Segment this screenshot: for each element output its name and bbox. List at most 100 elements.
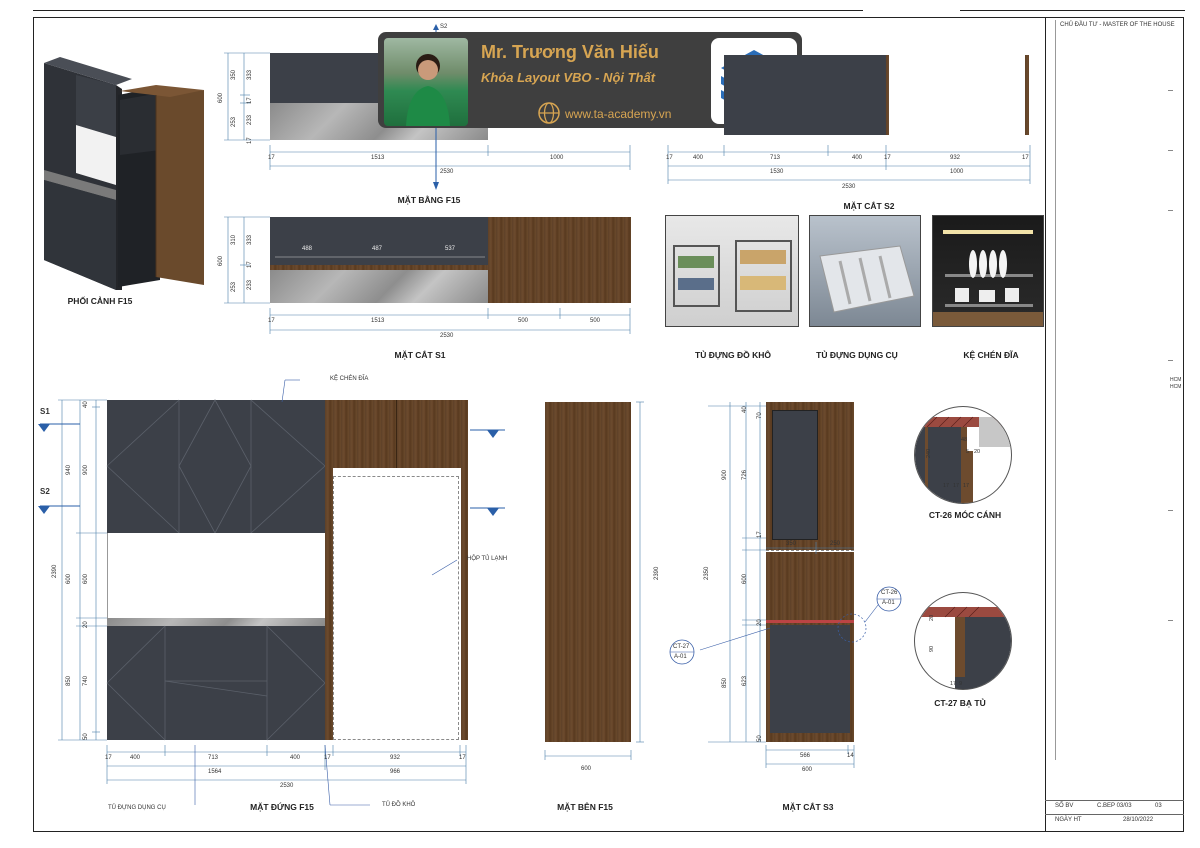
s3-dim-v20: 20 bbox=[757, 619, 763, 626]
elevation-title: MẶT ĐỨNG F15 bbox=[250, 802, 314, 812]
detail-ct26-drawing bbox=[915, 416, 1011, 503]
s3-dim-v726: 726 bbox=[742, 469, 748, 480]
person-figure bbox=[406, 54, 450, 126]
s2-dim-w932: 932 bbox=[950, 155, 961, 161]
s3-dim-v50: 50 bbox=[757, 735, 763, 742]
s3-dim-v40: 40 bbox=[742, 406, 748, 413]
globe-icon bbox=[538, 102, 560, 124]
dish-rack-photo bbox=[932, 215, 1044, 327]
s3-dim-v850: 850 bbox=[722, 677, 728, 688]
s1-wood-cabinet bbox=[488, 217, 631, 303]
s1-dim-w2530: 2530 bbox=[440, 333, 454, 339]
s3-lower-door bbox=[770, 625, 850, 733]
s2-dim-w17a: 17 bbox=[666, 155, 673, 161]
side-note-1: HCM bbox=[1170, 377, 1182, 383]
ct26-dim-48: 48 bbox=[961, 437, 968, 443]
annotation-dry-cabinet: TỦ ĐỒ KHÔ bbox=[382, 802, 416, 808]
title-row-sheet-no: SỐ BV C.BEP 03/03 03 bbox=[1045, 800, 1184, 812]
title-row-num: 03 bbox=[1155, 803, 1162, 809]
elev-dim-w713: 713 bbox=[208, 755, 219, 761]
title-block-inner-line bbox=[1055, 20, 1171, 760]
detail-ct27-drawing bbox=[915, 606, 1011, 689]
ct27-dim-90: 90 bbox=[929, 645, 935, 652]
s3-dim-w600: 600 bbox=[802, 767, 813, 773]
title-row-value: 28/10/2022 bbox=[1123, 817, 1154, 823]
s1-light-strip bbox=[270, 265, 488, 270]
side-note-2: HCM bbox=[1170, 384, 1182, 390]
side-panel bbox=[545, 402, 631, 742]
person-photo-icon bbox=[384, 38, 468, 126]
ct26-dim-17c: 17 bbox=[963, 483, 970, 489]
title-row-value: C.BEP 03/03 bbox=[1097, 803, 1132, 809]
dry-rack-drawing bbox=[673, 240, 792, 312]
sheet-top-line bbox=[33, 10, 863, 11]
utensil-drawer-drawing bbox=[819, 245, 915, 313]
callout-ct26-tag: CT-26 bbox=[881, 590, 898, 596]
elev-open-niche bbox=[107, 533, 327, 618]
s2-title: MẶT CẮT S2 bbox=[843, 201, 895, 211]
s2-door-left bbox=[724, 55, 828, 135]
side-title: MẶT BÊN F15 bbox=[557, 802, 613, 812]
section-marker-s2-top: S2 bbox=[440, 24, 448, 30]
s2-dim-w17c: 17 bbox=[1022, 155, 1029, 161]
elev-dim-w400a: 400 bbox=[130, 755, 141, 761]
title-row-label: SỐ BV bbox=[1055, 803, 1074, 809]
dish-rack-drawing bbox=[933, 230, 1043, 326]
ct27-dim-17: 17 bbox=[950, 681, 957, 687]
elev-dim-w17a: 17 bbox=[105, 755, 112, 761]
detail-ct27-circle bbox=[914, 592, 1012, 690]
s3-divider bbox=[766, 550, 854, 551]
elev-dim-w1564: 1564 bbox=[208, 769, 222, 775]
utensil-drawer-photo bbox=[809, 215, 921, 327]
elev-fridge-left-panel bbox=[325, 468, 333, 740]
elev-fridge-right-panel bbox=[461, 468, 468, 740]
ct26-dim-20: 20 bbox=[974, 449, 981, 455]
s2-edge bbox=[886, 55, 889, 135]
title-block-marks bbox=[1168, 60, 1174, 760]
s2-dim-w17b: 17 bbox=[884, 155, 891, 161]
s3-dim-v900: 900 bbox=[722, 469, 728, 480]
section-marker-s2: S2 bbox=[40, 487, 50, 496]
s3-dim-w250: 250 bbox=[830, 541, 841, 547]
ct27-dim-9: 9 bbox=[959, 681, 963, 687]
elev-dim-w17b: 17 bbox=[324, 755, 331, 761]
s1-title: MẶT CẮT S1 bbox=[394, 350, 446, 360]
elev-dim-w966: 966 bbox=[390, 769, 401, 775]
s3-upper-door bbox=[772, 410, 818, 540]
course-name: Khóa Layout VBO - Nội Thất bbox=[481, 70, 656, 85]
annotation-fridge-box: HỘP TỦ LẠNH bbox=[467, 556, 508, 562]
perspective-title: PHỐI CẢNH F15 bbox=[67, 296, 133, 306]
photo-caption-dish: KỆ CHÉN ĐĨA bbox=[963, 350, 1019, 360]
s1-backsplash bbox=[270, 270, 488, 303]
dry-goods-cabinet-photo bbox=[665, 215, 799, 327]
s2-dim-w2530: 2530 bbox=[842, 184, 856, 190]
annotation-dish-rack: KỆ CHÉN ĐĨA bbox=[330, 376, 369, 382]
annotation-tool-cabinet: TỦ ĐỰNG DỤNG CỤ bbox=[108, 805, 166, 811]
s1-dim-d537: 537 bbox=[445, 246, 456, 252]
s3-title: MẶT CẮT S3 bbox=[782, 802, 834, 812]
s1-dim-d488: 488 bbox=[302, 246, 313, 252]
plan-dim-w1513: 1513 bbox=[371, 155, 385, 161]
elev-dim-w932: 932 bbox=[390, 755, 401, 761]
s3-dim-v2350: 2350 bbox=[704, 566, 710, 580]
elev-lower-door-lines bbox=[106, 625, 326, 741]
ct26-dim-17a: 17 bbox=[943, 483, 950, 489]
website-link[interactable]: www.ta-academy.vn bbox=[565, 107, 672, 121]
s2-dim-w1530: 1530 bbox=[770, 169, 784, 175]
plan-dim-w1000: 1000 bbox=[550, 155, 564, 161]
elev-upper-door-lines bbox=[106, 399, 326, 534]
s1-dim-w500b: 500 bbox=[590, 318, 601, 324]
s3-dim-w14: 14 bbox=[847, 753, 854, 759]
s2-dim-w400a: 400 bbox=[693, 155, 704, 161]
title-block bbox=[1045, 17, 1184, 832]
s2-end-panel bbox=[1025, 55, 1029, 135]
s3-mid-panel bbox=[766, 552, 854, 620]
s3-dim-v17: 17 bbox=[757, 531, 763, 538]
ct26-dim-5: 5 bbox=[966, 449, 970, 455]
